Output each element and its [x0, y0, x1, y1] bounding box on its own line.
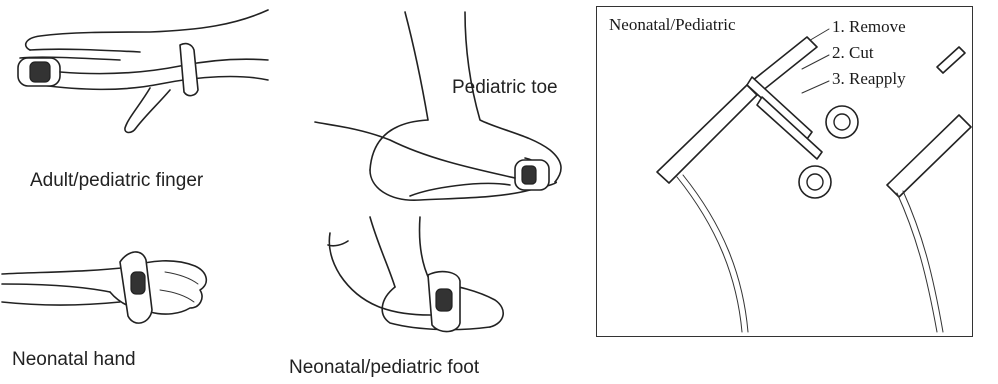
instruction-panel: Neonatal/Pediatric 1. Remove 2. Cut 3. R…	[596, 6, 973, 337]
finger-label: Adult/pediatric finger	[30, 170, 203, 192]
toe-sensor-illustration	[310, 10, 580, 210]
foot-label: Neonatal/pediatric foot	[289, 357, 479, 379]
finger-sensor-illustration	[0, 0, 270, 160]
sensor-strip-icon	[657, 37, 817, 332]
hand-label: Neonatal hand	[12, 349, 136, 371]
toe-label: Pediatric toe	[452, 77, 558, 99]
hand-sensor-illustration	[0, 232, 215, 342]
foot-sensor-illustration	[300, 215, 510, 355]
scissors-icon	[747, 77, 858, 198]
